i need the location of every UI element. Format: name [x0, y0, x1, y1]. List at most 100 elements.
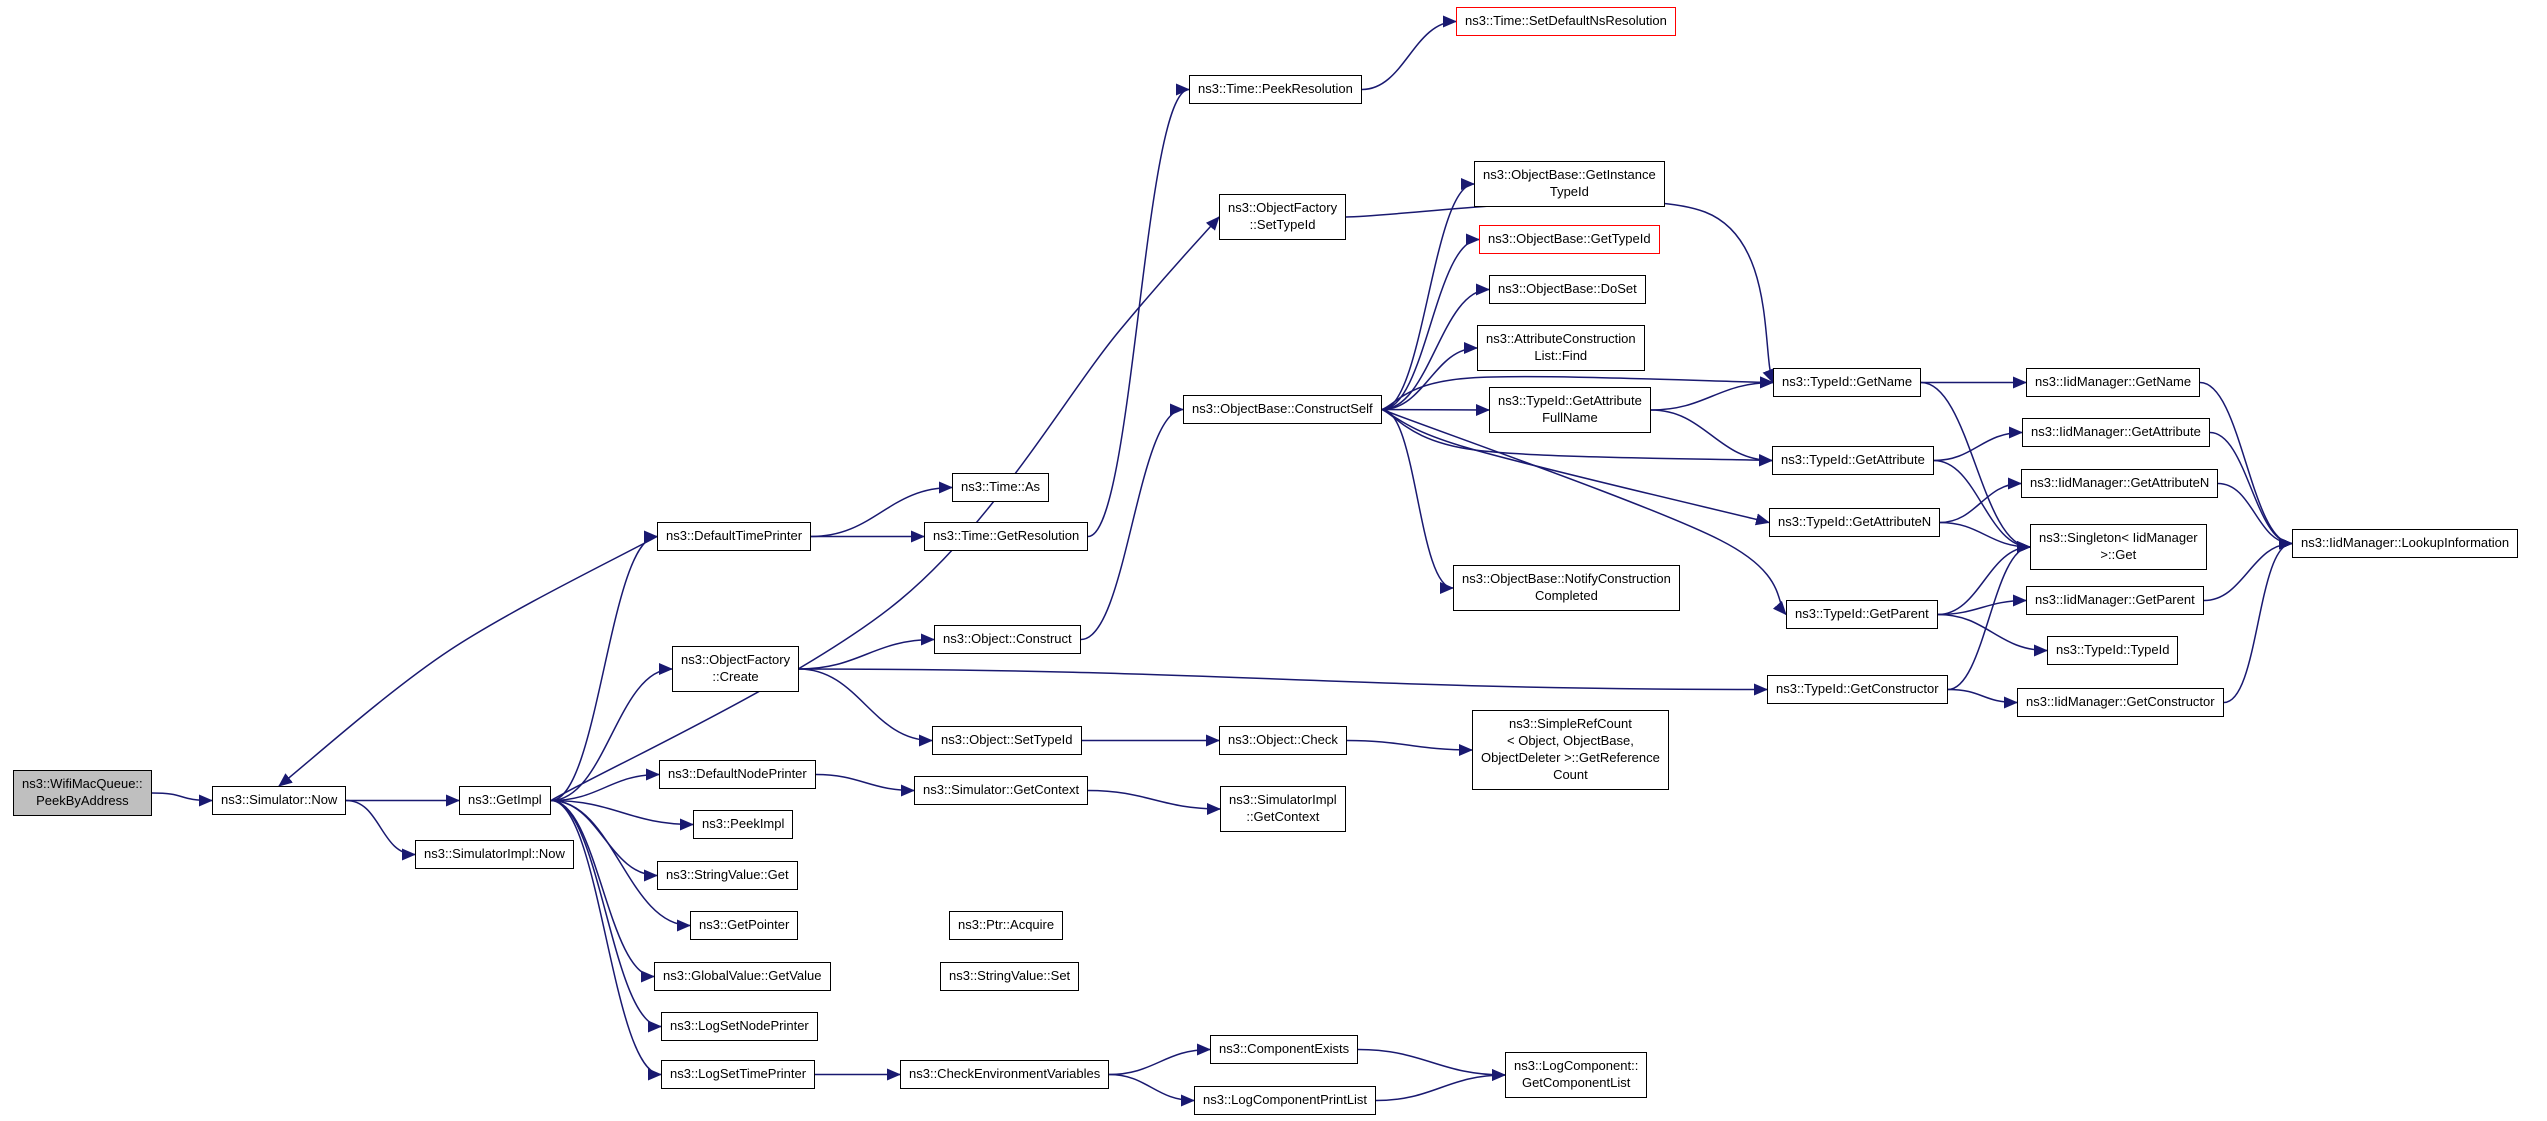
edge-getimpl--getpointer [550, 799, 691, 932]
graph-node-componentexists[interactable]: ns3::ComponentExists [1210, 1035, 1359, 1064]
edge-getimpl--defaulttimeprinter [550, 530, 658, 802]
edge-getimpl--objectfactory-settypeid [550, 216, 1220, 802]
graph-node-logcomponent-getcomponentlist[interactable]: ns3::LogComponent:: GetComponentList [1505, 1052, 1648, 1098]
graph-node-typeid-getattributen[interactable]: ns3::TypeId::GetAttributeN [1769, 508, 1941, 537]
edge-typeid-getparent--typeid-typeid [1937, 613, 2048, 657]
graph-node-object-check[interactable]: ns3::Object::Check [1219, 726, 1347, 755]
edge-objectbase-constructself--objectbase-notifyconstructioncompleted [1381, 408, 1454, 594]
graph-node-attributeconstructionlist-find[interactable]: ns3::AttributeConstruction List::Find [1477, 325, 1645, 371]
edge-objectbase-constructself--objectbase-gettypeid [1381, 233, 1480, 411]
edge-simulator-getcontext--simulatorimpl-getcontext [1087, 789, 1221, 815]
graph-node-iidmanager-getconstructor[interactable]: ns3::IidManager::GetConstructor [2017, 688, 2224, 717]
edge-getimpl--logsetnodeprinter [550, 799, 662, 1033]
edge-typeid-getname--singleton-iidmanager-get [1920, 381, 2031, 553]
edge-typeid-getattributefullname--typeid-getname [1650, 376, 1774, 411]
graph-node-stringvalue-set[interactable]: ns3::StringValue::Set [940, 962, 1080, 991]
graph-node-time-setdefaultnsresolution[interactable]: ns3::Time::SetDefaultNsResolution [1456, 7, 1676, 36]
graph-node-objectbase-doset[interactable]: ns3::ObjectBase::DoSet [1489, 275, 1646, 304]
edge-iidmanager-getattribute--iidmanager-lookupinformation [2209, 431, 2293, 550]
edge-typeid-getattribute--singleton-iidmanager-get [1933, 459, 2031, 553]
graph-node-getimpl[interactable]: ns3::GetImpl [459, 786, 551, 815]
edge-checkenvironmentvariables--logcomponentprintlist [1108, 1073, 1195, 1107]
graph-node-iidmanager-lookupinformation[interactable]: ns3::IidManager::LookupInformation [2292, 529, 2519, 558]
graph-node-logcomponentprintlist[interactable]: ns3::LogComponentPrintList [1194, 1086, 1377, 1115]
graph-node-ptr-acquire[interactable]: ns3::Ptr::Acquire [949, 911, 1064, 940]
edge-objectbase-constructself--typeid-getparent [1381, 408, 1787, 616]
graph-node-defaultnodeprinter[interactable]: ns3::DefaultNodePrinter [659, 760, 816, 789]
edge-logcomponentprintlist--logcomponent-getcomponentlist [1375, 1069, 1506, 1102]
graph-node-typeid-getconstructor[interactable]: ns3::TypeId::GetConstructor [1767, 675, 1948, 704]
edge-getimpl--peekimpl [550, 799, 694, 831]
graph-node-iidmanager-getname[interactable]: ns3::IidManager::GetName [2026, 368, 2201, 397]
graph-node-wifimacqueue-peekbyaddress[interactable]: ns3::WifiMacQueue:: PeekByAddress [13, 770, 152, 816]
edge-componentexists--logcomponent-getcomponentlist [1357, 1048, 1506, 1081]
graph-node-iidmanager-getparent[interactable]: ns3::IidManager::GetParent [2026, 586, 2204, 615]
edge-objectbase-constructself--objectbase-getinstancetypeid [1381, 178, 1475, 411]
edge-typeid-getattributefullname--typeid-getattribute [1650, 409, 1773, 467]
edge-getimpl--objectfactory-create [550, 663, 673, 802]
graph-node-object-construct[interactable]: ns3::Object::Construct [934, 625, 1081, 654]
edge-getimpl--defaultnodeprinter [550, 768, 660, 802]
edge-defaultnodeprinter--simulator-getcontext [815, 773, 915, 797]
edge-defaulttimeprinter--time-as [810, 481, 953, 538]
graph-node-simplerefcount-getreferencecount[interactable]: ns3::SimpleRefCount < Object, ObjectBase… [1472, 710, 1669, 790]
edge-simulator-now--simulatorimpl-now [345, 799, 416, 861]
graph-node-singleton-iidmanager-get[interactable]: ns3::Singleton< IidManager >::Get [2030, 524, 2207, 570]
graph-node-typeid-typeid[interactable]: ns3::TypeId::TypeId [2047, 636, 2179, 665]
edge-objectbase-constructself--typeid-getattribute [1381, 408, 1773, 467]
graph-node-typeid-getattribute[interactable]: ns3::TypeId::GetAttribute [1772, 446, 1934, 475]
edge-typeid-getconstructor--singleton-iidmanager-get [1947, 541, 2031, 691]
edge-objectbase-constructself--typeid-getattributen [1381, 408, 1770, 526]
graph-node-logsettimeprinter[interactable]: ns3::LogSetTimePrinter [661, 1060, 816, 1089]
graph-node-getpointer[interactable]: ns3::GetPointer [690, 911, 799, 940]
graph-node-objectfactory-settypeid[interactable]: ns3::ObjectFactory ::SetTypeId [1219, 194, 1347, 240]
edge-objectfactory-settypeid--typeid-getname [1345, 200, 1774, 384]
graph-node-typeid-getname[interactable]: ns3::TypeId::GetName [1773, 368, 1922, 397]
graph-node-simulator-getcontext[interactable]: ns3::Simulator::GetContext [914, 776, 1089, 805]
edge-object-construct--objectbase-constructself [1080, 403, 1184, 641]
edge-iidmanager-getname--iidmanager-lookupinformation [2199, 381, 2293, 550]
graph-node-time-getresolution[interactable]: ns3::Time::GetResolution [924, 522, 1089, 551]
graph-node-objectfactory-create[interactable]: ns3::ObjectFactory ::Create [672, 646, 800, 692]
edge-typeid-getconstructor--iidmanager-getconstructor [1947, 688, 2018, 709]
edge-iidmanager-getconstructor--iidmanager-lookupinformation [2223, 537, 2293, 704]
edge-time-peekresolution--time-setdefaultnsresolution [1361, 15, 1457, 91]
graph-node-peekimpl[interactable]: ns3::PeekImpl [693, 810, 794, 839]
edge-typeid-getparent--singleton-iidmanager-get [1937, 541, 2031, 616]
graph-node-checkenvironmentvariables[interactable]: ns3::CheckEnvironmentVariables [900, 1060, 1110, 1089]
edge-typeid-getattribute--iidmanager-getattribute [1933, 426, 2023, 462]
edge-objectbase-constructself--typeid-getname [1381, 375, 1774, 411]
graph-node-iidmanager-getattribute[interactable]: ns3::IidManager::GetAttribute [2022, 418, 2210, 447]
graph-node-stringvalue-get[interactable]: ns3::StringValue::Get [657, 861, 798, 890]
edge-getimpl--logsettimeprinter [550, 799, 662, 1081]
graph-node-defaulttimeprinter[interactable]: ns3::DefaultTimePrinter [657, 522, 812, 551]
edge-defaulttimeprinter--simulator-now [278, 535, 658, 787]
graph-node-objectbase-gettypeid[interactable]: ns3::ObjectBase::GetTypeId [1479, 225, 1660, 254]
edge-checkenvironmentvariables--componentexists [1108, 1043, 1211, 1076]
edge-getimpl--globalvalue-getvalue [550, 799, 655, 983]
edge-wifimacqueue-peekbyaddress--simulator-now [151, 792, 213, 807]
graph-node-simulatorimpl-getcontext[interactable]: ns3::SimulatorImpl ::GetContext [1220, 786, 1346, 832]
graph-node-typeid-getparent[interactable]: ns3::TypeId::GetParent [1786, 600, 1938, 629]
graph-node-time-peekresolution[interactable]: ns3::Time::PeekResolution [1189, 75, 1362, 104]
graph-node-object-settypeid[interactable]: ns3::Object::SetTypeId [932, 726, 1082, 755]
edge-objectfactory-create--object-construct [798, 633, 935, 670]
edge-typeid-getparent--iidmanager-getparent [1937, 594, 2027, 616]
graph-node-objectbase-constructself[interactable]: ns3::ObjectBase::ConstructSelf [1183, 395, 1382, 424]
edge-objectfactory-create--object-settypeid [798, 668, 933, 747]
graph-node-globalvalue-getvalue[interactable]: ns3::GlobalValue::GetValue [654, 962, 831, 991]
graph-node-iidmanager-getattributen[interactable]: ns3::IidManager::GetAttributeN [2021, 469, 2219, 498]
edge-objectbase-constructself--attributeconstructionlist-find [1381, 342, 1478, 411]
edge-objectbase-constructself--typeid-getattributefullname [1381, 403, 1490, 416]
graph-node-simulatorimpl-now[interactable]: ns3::SimulatorImpl::Now [415, 840, 574, 869]
edge-time-getresolution--time-peekresolution [1087, 83, 1190, 538]
graph-node-simulator-now[interactable]: ns3::Simulator::Now [212, 786, 347, 815]
graph-node-objectbase-getinstancetypeid[interactable]: ns3::ObjectBase::GetInstance TypeId [1474, 161, 1665, 207]
graph-node-objectbase-notifyconstructioncompleted[interactable]: ns3::ObjectBase::NotifyConstruction Comp… [1453, 565, 1680, 611]
edge-typeid-getattributen--iidmanager-getattributen [1939, 477, 2022, 524]
graph-node-time-as[interactable]: ns3::Time::As [952, 473, 1049, 502]
graph-node-logsetnodeprinter[interactable]: ns3::LogSetNodePrinter [661, 1012, 818, 1041]
edge-object-check--simplerefcount-getreferencecount [1346, 739, 1473, 756]
graph-node-typeid-getattributefullname[interactable]: ns3::TypeId::GetAttribute FullName [1489, 387, 1651, 433]
